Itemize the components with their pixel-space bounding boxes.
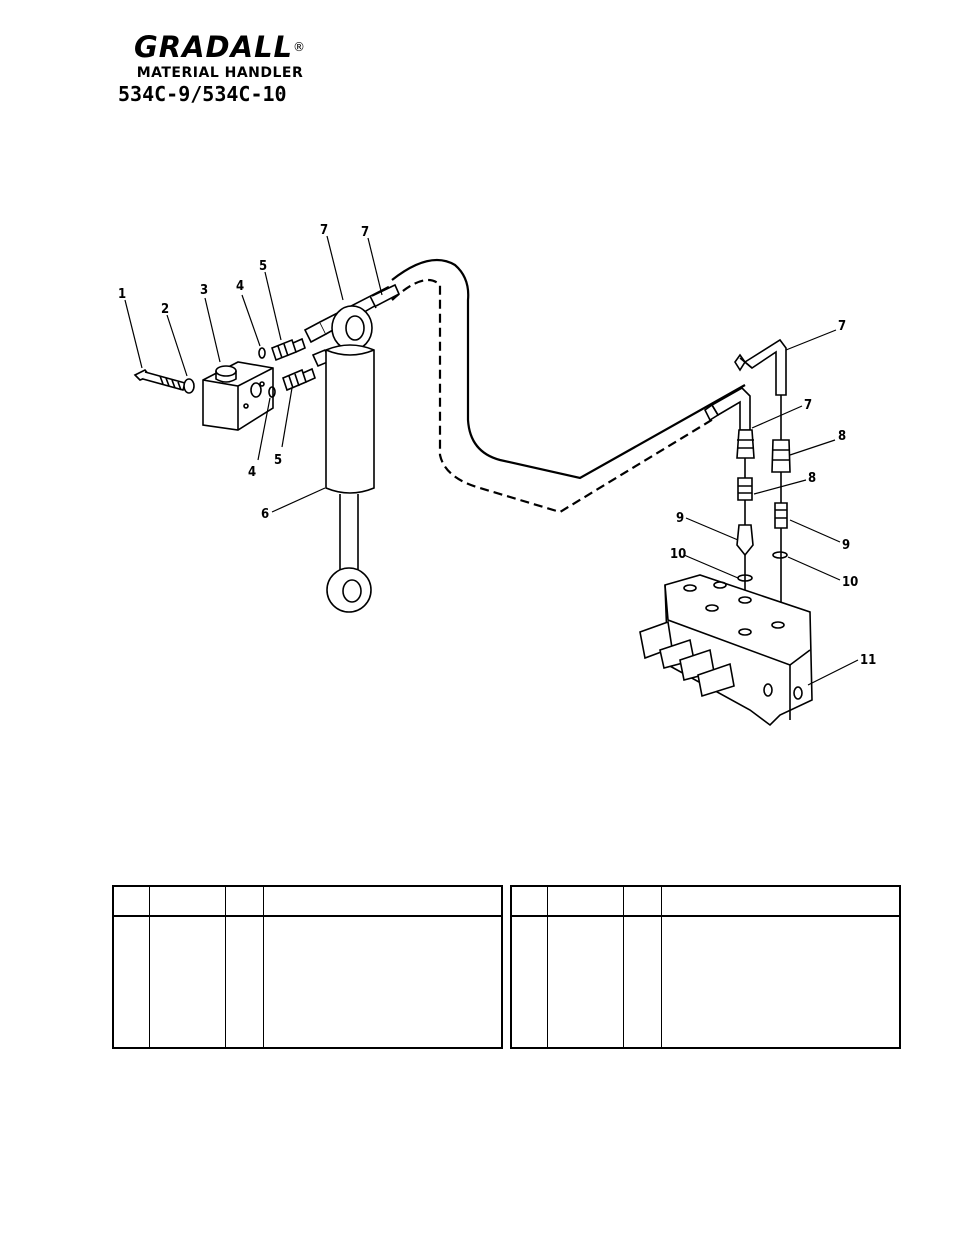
control-valve-part (639, 574, 813, 727)
table-cell (546, 916, 623, 1048)
product-line: MATERIAL HANDLER (136, 65, 304, 81)
brand-logo: GRADALL® (133, 30, 307, 64)
header-cell (511, 886, 547, 917)
callout-7-a: 7 (320, 223, 328, 238)
callout-5-lower: 5 (274, 453, 282, 468)
hose-route-lower (391, 278, 716, 514)
callout-8-right: 8 (838, 429, 846, 444)
callout-9-left: 9 (676, 511, 684, 526)
callout-5-upper: 5 (259, 259, 267, 274)
table-cell (262, 916, 502, 1048)
washer-part (183, 378, 195, 394)
brand-block: GRADALL® MATERIAL HANDLER 534C-9/534C-10 (110, 30, 330, 106)
parts-table-left (112, 885, 503, 1049)
fitting-stack-right (771, 395, 791, 620)
header-cell (622, 886, 661, 917)
screw-part (133, 369, 186, 391)
callout-11: 11 (860, 653, 876, 668)
o-ring-upper (258, 347, 266, 359)
o-ring-lower (268, 386, 276, 398)
callout-2: 2 (161, 302, 169, 317)
adapter-upper (271, 337, 306, 362)
callout-4-upper: 4 (236, 279, 244, 294)
header-cell (546, 886, 623, 917)
fitting-stack-left (736, 429, 755, 600)
header-cell (224, 886, 263, 917)
callout-1: 1 (118, 287, 126, 302)
table-cell (511, 916, 547, 1048)
table-cell (622, 916, 661, 1048)
callout-9-right: 9 (842, 538, 850, 553)
adapter-lower (282, 367, 316, 392)
header-cell (660, 886, 900, 917)
table-cell (224, 916, 263, 1048)
callout-7-b: 7 (361, 225, 369, 240)
hydraulic-cylinder-part (325, 305, 375, 613)
callout-7-d: 7 (804, 398, 812, 413)
header-cell (262, 886, 502, 917)
callout-6: 6 (261, 507, 269, 522)
hose-route-upper (391, 258, 746, 480)
callout-4-lower: 4 (248, 465, 256, 480)
header-cell (113, 886, 149, 917)
table-header-row (113, 886, 502, 917)
table-row (113, 916, 502, 1048)
leader-lines (124, 235, 859, 686)
valve-block-part (202, 361, 274, 431)
table-cell (660, 916, 900, 1048)
callout-10-right: 10 (842, 575, 858, 590)
model-number: 534C-9/534C-10 (118, 82, 287, 106)
callout-8-left: 8 (808, 471, 816, 486)
callout-3: 3 (200, 283, 208, 298)
table-row (511, 916, 900, 1048)
callout-7-c: 7 (838, 319, 846, 334)
registered-mark: ® (293, 40, 307, 54)
parts-table-right (510, 885, 901, 1049)
table-cell (113, 916, 149, 1048)
callout-10-left: 10 (670, 547, 686, 562)
table-header-row (511, 886, 900, 917)
header-cell (148, 886, 225, 917)
table-cell (148, 916, 225, 1048)
